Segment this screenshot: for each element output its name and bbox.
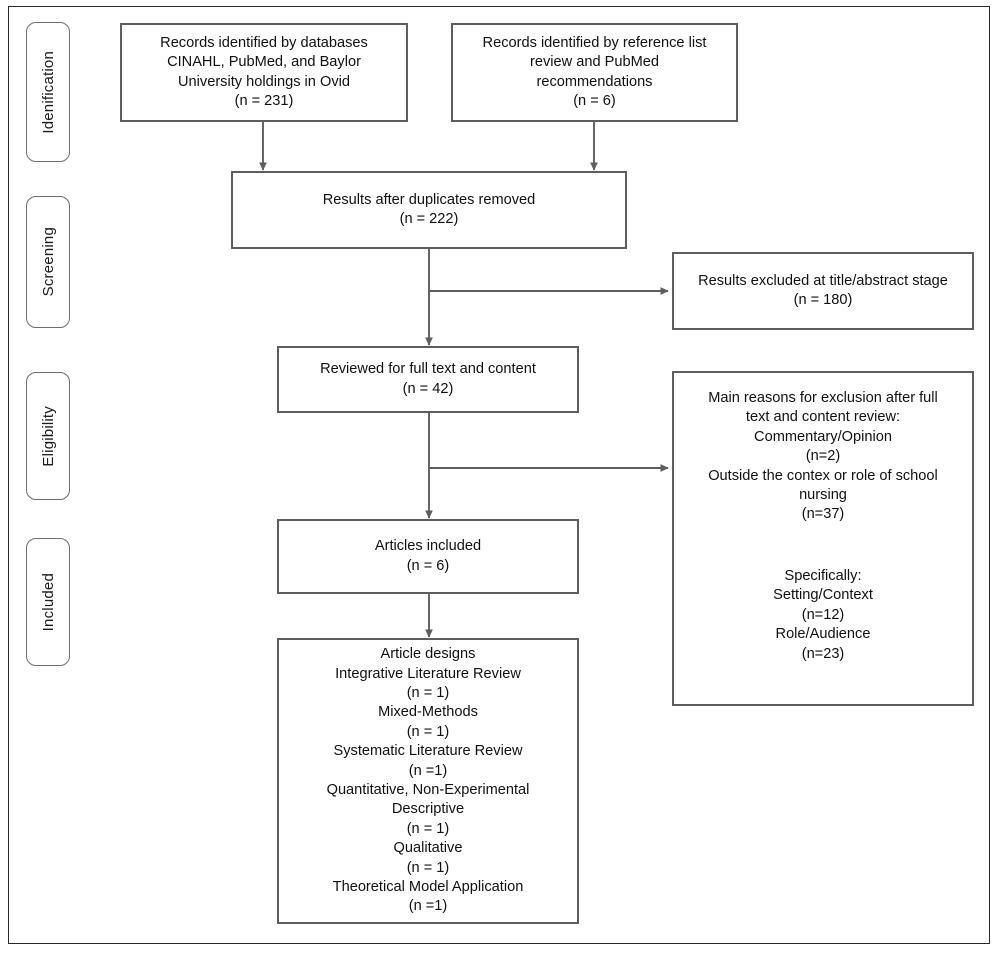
stage-pill-eligibility: Eligibility	[26, 372, 70, 500]
diagram-frame	[8, 6, 990, 944]
box-articles-included: Articles included (n = 6)	[277, 519, 579, 594]
box-reviewed-full-text-content: Reviewed for full text and content (n = …	[277, 346, 579, 413]
box-records-identified-reference-list: Records identified by reference list rev…	[451, 23, 738, 122]
stage-label-screening: Screening	[39, 227, 57, 297]
stage-label-eligibility: Eligibility	[39, 405, 57, 467]
stage-pill-identification: Idenification	[26, 22, 70, 162]
box-records-identified-databases: Records identified by databases CINAHL, …	[120, 23, 408, 122]
box-records-identified-databases-text: Records identified by databases CINAHL, …	[160, 34, 368, 109]
stage-label-identification: Idenification	[39, 50, 57, 134]
box-specifically-breakdown-text: Specifically: Setting/Context (n=12) Rol…	[773, 568, 873, 662]
box-main-reasons-for-exclusion: Main reasons for exclusion after full te…	[672, 371, 974, 706]
box-results-after-duplicates-removed: Results after duplicates removed (n = 22…	[231, 171, 627, 249]
box-article-designs-text: Article designs Integrative Literature R…	[326, 646, 530, 915]
stage-label-included: Included	[39, 572, 57, 632]
box-results-excluded-title-abstract: Results excluded at title/abstract stage…	[672, 252, 974, 330]
box-results-excluded-title-abstract-text: Results excluded at title/abstract stage…	[698, 272, 948, 308]
box-records-identified-reference-list-text: Records identified by reference list rev…	[482, 34, 707, 109]
box-articles-included-text: Articles included (n = 6)	[374, 538, 482, 574]
box-main-reasons-for-exclusion-text: Main reasons for exclusion after full te…	[708, 390, 938, 523]
stage-pill-included: Included	[26, 538, 70, 666]
box-results-after-duplicates-removed-text: Results after duplicates removed (n = 22…	[322, 191, 536, 227]
stage-pill-screening: Screening	[26, 196, 70, 328]
box-article-designs: Article designs Integrative Literature R…	[277, 638, 579, 924]
box-reviewed-full-text-content-text: Reviewed for full text and content (n = …	[320, 361, 536, 397]
